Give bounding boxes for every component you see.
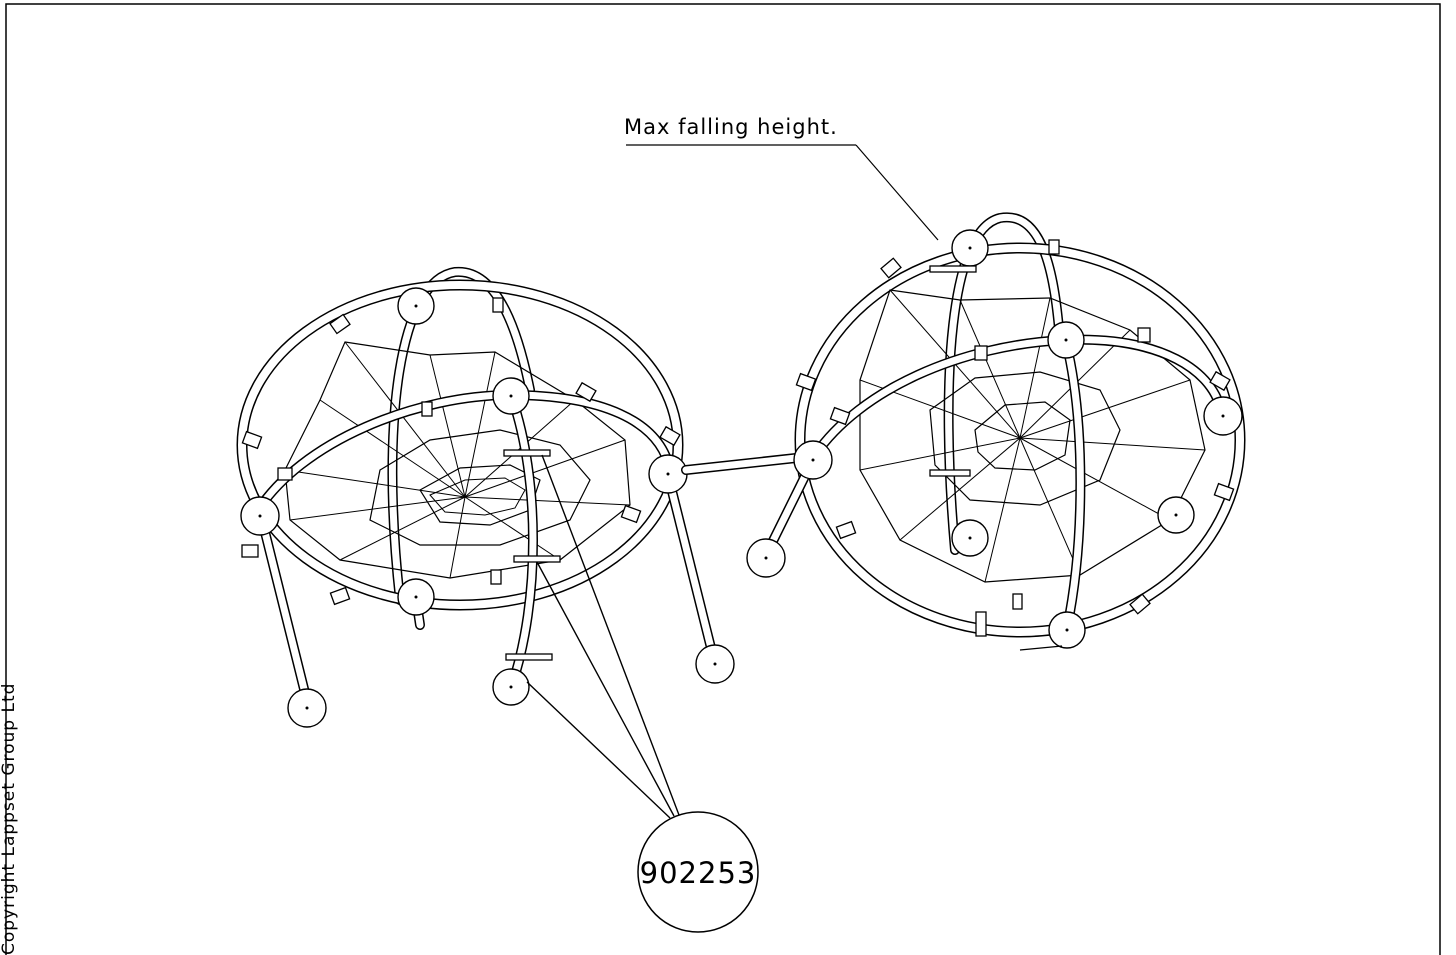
left-dome-outer-ring <box>236 279 684 611</box>
right-dome-joints <box>746 229 1243 649</box>
callout-leader <box>541 454 680 816</box>
left-dome-legs <box>257 393 719 710</box>
connecting-bar <box>681 453 801 475</box>
right-dome-clamps <box>795 239 1235 637</box>
callout-bubble <box>637 811 759 933</box>
left-dome-back-arch <box>387 266 535 605</box>
right-dome-outer-ring <box>794 242 1246 638</box>
drawing-frame <box>5 3 1441 955</box>
annotation-leader <box>855 144 939 241</box>
right-dome-back-arch <box>943 212 1065 555</box>
copyright-text: Copyright Lappset Group Ltd <box>0 683 19 955</box>
max-falling-height-annotation: Max falling height. <box>624 115 939 241</box>
callout-leader <box>536 561 675 817</box>
callout-leader <box>526 681 671 819</box>
annotation-text: Max falling height. <box>624 115 838 139</box>
left-dome-clamps <box>241 297 681 661</box>
callout-part-number: 902253 <box>640 856 757 890</box>
right-dome-net <box>859 289 1206 583</box>
right-dome-vertical-arch <box>1061 337 1086 633</box>
left-dome-net <box>284 341 631 579</box>
part-callout: 902253 <box>526 454 759 933</box>
right-dome <box>746 212 1246 651</box>
left-dome-joints <box>240 287 735 728</box>
left-dome <box>236 266 735 728</box>
